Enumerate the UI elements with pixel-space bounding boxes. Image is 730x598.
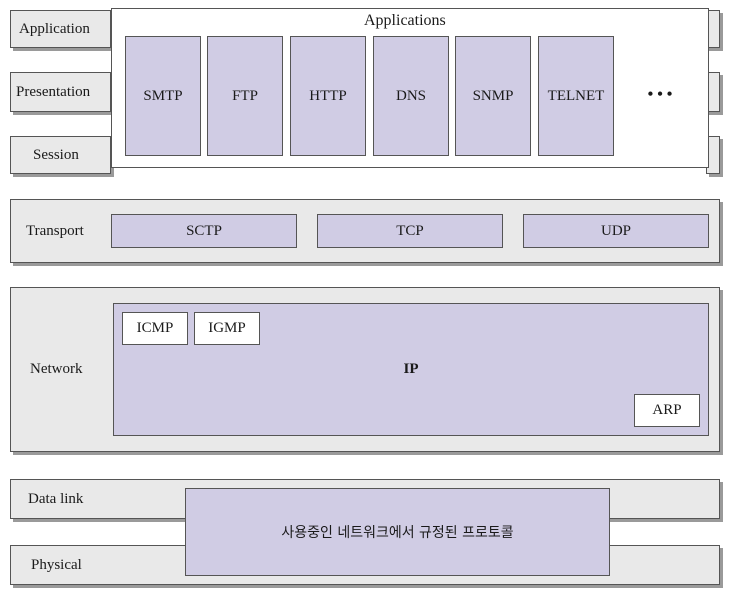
physical-layer-label: Physical bbox=[31, 556, 82, 573]
transport-box-tcp: TCP bbox=[317, 214, 503, 248]
protocol-box-snmp: SNMP bbox=[455, 36, 531, 156]
network-box-arp: ARP bbox=[634, 394, 700, 427]
transport-layer-label: Transport bbox=[26, 222, 84, 239]
session-layer-label: Session bbox=[33, 146, 79, 163]
transport-box-udp: UDP bbox=[523, 214, 709, 248]
network-box-igmp: IGMP bbox=[194, 312, 260, 345]
protocol-box-smtp: SMTP bbox=[125, 36, 201, 156]
protocol-box-ftp: FTP bbox=[207, 36, 283, 156]
application-layer-label: Application bbox=[19, 20, 90, 37]
protocol-box-http: HTTP bbox=[290, 36, 366, 156]
presentation-layer-label: Presentation bbox=[16, 83, 91, 100]
applications-title: Applications bbox=[364, 12, 446, 29]
more-protocols-ellipsis: • • • bbox=[647, 86, 673, 103]
network-box-icmp: ICMP bbox=[122, 312, 188, 345]
network-layer-label: Network bbox=[30, 361, 83, 377]
protocol-box-dns: DNS bbox=[373, 36, 449, 156]
datalink-layer-label: Data link bbox=[28, 490, 84, 507]
presentation-layer-band bbox=[10, 72, 111, 112]
network-box-ip: IP bbox=[113, 303, 709, 436]
session-layer-band bbox=[10, 136, 111, 174]
application-layer-band bbox=[10, 10, 111, 48]
protocol-box-telnet: TELNET bbox=[538, 36, 614, 156]
transport-box-sctp: SCTP bbox=[111, 214, 297, 248]
network-specific-protocols-box: 사용중인 네트워크에서 규정된 프로토콜 bbox=[185, 488, 610, 576]
